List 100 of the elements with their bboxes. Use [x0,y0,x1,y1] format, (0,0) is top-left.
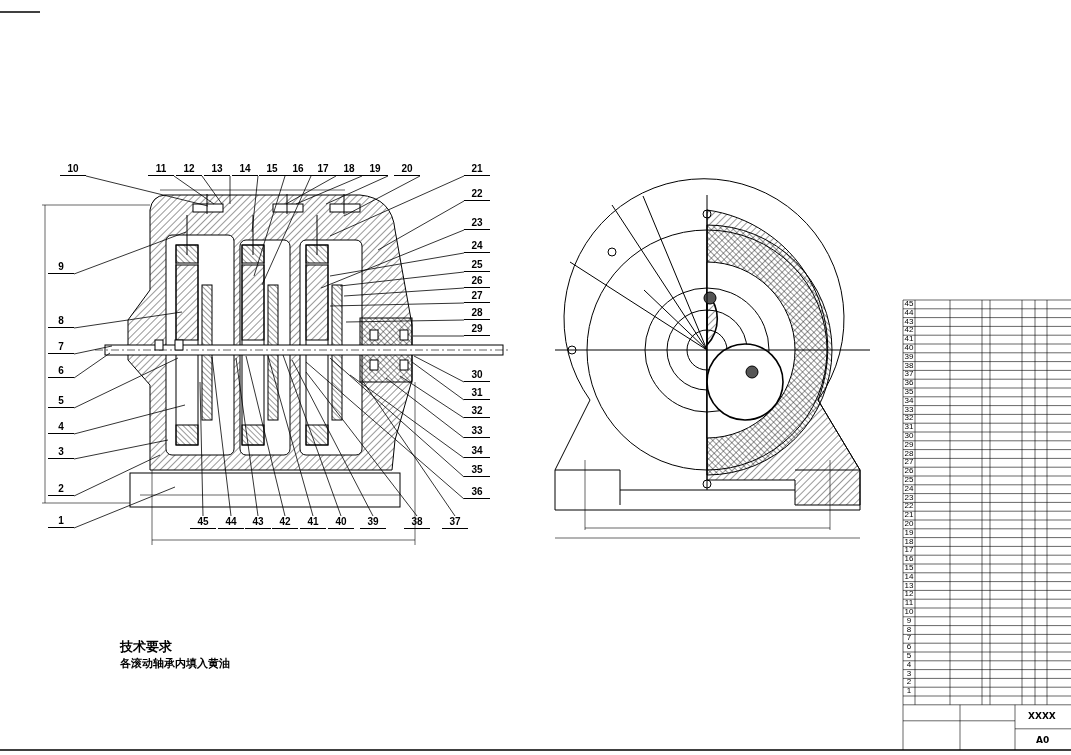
table-cell-text: 7 [905,634,913,644]
leader-line [412,335,465,337]
callout-number: 22 [464,188,490,201]
leader-line [73,439,169,460]
leader-line [73,454,161,497]
callout-number: 40 [328,516,354,529]
callout-number: 8 [48,315,74,328]
leader-line [285,175,337,205]
table-cell: 20 [903,520,915,529]
table-cell-text: 2 [905,678,913,688]
leader-line [325,175,389,205]
callout-number: 34 [464,445,490,458]
callout-number: 13 [204,163,230,176]
table-cell: 43 [903,317,915,327]
table-cell: 45 [903,300,915,309]
leader-line [73,345,113,355]
leader-line [211,356,232,517]
table-cell: 13 [903,581,915,591]
callout-number: 10 [60,163,86,176]
callout-number: 30 [464,369,490,382]
callout-number: 33 [464,425,490,438]
table-cell: 35 [903,388,915,397]
notes-text: 各滚动轴承内填入黄油 [120,656,230,671]
table-cell: 44 [903,308,915,318]
table-cell: 22 [903,502,915,512]
table-cell: 30 [903,432,915,441]
table-cell: 12 [903,590,915,600]
leader-line [377,200,465,251]
callout-number: 2 [48,483,74,496]
table-cell: 19 [903,528,915,538]
leader-line [73,357,179,409]
table-cell: 42 [903,326,915,336]
leader-line [295,175,363,205]
callout-number: 19 [362,163,388,176]
callout-number: 29 [464,323,490,336]
callout-number: 25 [464,259,490,272]
leader-line [251,175,259,233]
callout-number: 17 [310,163,336,176]
callout-number: 4 [48,421,74,434]
leader-line [343,175,421,217]
leader-line [245,355,286,517]
leader-line [282,354,342,517]
table-cell: 24 [903,484,915,494]
table-cell: 27 [903,458,915,468]
callout-number: 20 [394,163,420,176]
leader-line [413,355,465,383]
leader-line [411,361,465,401]
callout-number: 43 [245,516,271,529]
leader-line [173,175,215,205]
callout-number: 16 [285,163,311,176]
callout-number: 11 [148,163,174,176]
table-cell: 18 [903,537,915,547]
table-cell: 39 [903,352,915,362]
leader-line [329,302,465,307]
leader-line [85,175,209,207]
leader-line [235,357,259,517]
leader-line [349,374,465,459]
leader-line [73,311,183,329]
table-cell: 40 [903,344,915,353]
table-cell: 17 [903,546,915,556]
table-cell: 26 [903,467,915,476]
table-cell: 16 [903,555,915,564]
leader-line [229,175,231,205]
leader-line [399,375,465,419]
table-cell-text: 3 [905,669,913,679]
table-cell-text: 6 [905,643,913,652]
leader-line [320,229,465,289]
leader-line [305,361,465,500]
table-cell-text: 4 [905,660,913,670]
callout-number: 42 [272,516,298,529]
table-cell: 37 [903,370,915,380]
callout-number: 35 [464,464,490,477]
leader-line [73,352,111,379]
callout-number: 7 [48,341,74,354]
table-cell-text: 5 [905,652,913,661]
leader-line [267,355,314,517]
table-cell: 14 [903,572,915,582]
table-cell: 38 [903,361,915,371]
leader-line [329,175,465,237]
notes-heading: 技术要求 [120,638,172,656]
callout-number: 37 [442,516,468,529]
table-cell: 41 [903,335,915,344]
table-cell: 33 [903,405,915,415]
callout-number: 23 [464,217,490,230]
table-cell: 34 [903,396,915,406]
callout-number: 45 [190,516,216,529]
leader-line [345,319,465,323]
callout-number: 32 [464,405,490,418]
callout-number: 12 [176,163,202,176]
leader-line [73,404,186,435]
callout-number: 36 [464,486,490,499]
table-cell: 10 [903,608,915,617]
leader-line [73,231,187,275]
table-cell: 21 [903,511,915,520]
callout-number: 21 [464,163,490,176]
callout-number: 15 [259,163,285,176]
callout-number: 44 [218,516,244,529]
callout-number: 41 [300,516,326,529]
table-cell-text: 1 [905,687,913,696]
leader-line [385,377,465,439]
